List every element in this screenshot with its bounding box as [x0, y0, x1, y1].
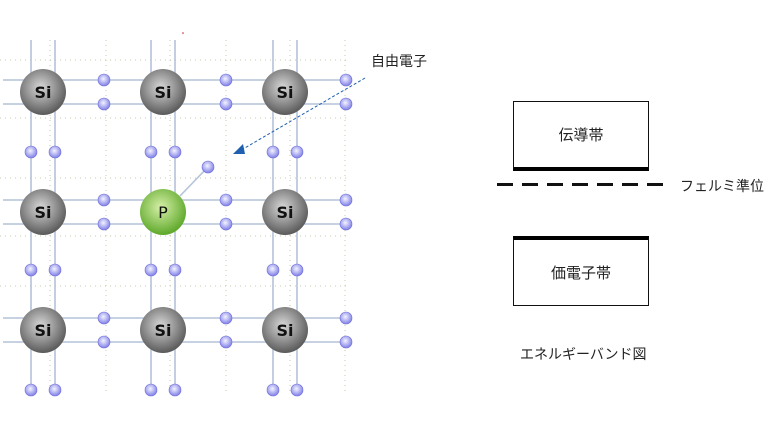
electron: [290, 145, 304, 159]
electron: [339, 311, 353, 325]
fermi-level-label: フェルミ準位: [680, 179, 764, 195]
silicon-atom: [20, 307, 66, 353]
electron: [219, 73, 233, 87]
silicon-atom: [20, 69, 66, 115]
electron: [339, 217, 353, 231]
atom-symbol: Si: [276, 83, 293, 102]
silicon-atom: [262, 307, 308, 353]
electron: [290, 383, 304, 397]
electron: [97, 217, 111, 231]
electron: [144, 383, 158, 397]
electron: [339, 335, 353, 349]
electron: [168, 383, 182, 397]
electron: [97, 335, 111, 349]
electron: [219, 97, 233, 111]
free-electron-dot: [201, 160, 215, 174]
atom-symbol: Si: [154, 321, 171, 340]
free-electron-bond: [179, 167, 208, 197]
atom-symbol: Si: [154, 83, 171, 102]
conduction-band-box: 伝導帯: [513, 101, 649, 171]
electron: [266, 383, 280, 397]
electron: [24, 383, 38, 397]
valence-band-box: 価電子帯: [513, 236, 649, 306]
electron: [97, 97, 111, 111]
atom-symbol: Si: [34, 321, 51, 340]
electron: [339, 193, 353, 207]
atom-symbol: P: [158, 203, 168, 222]
atom-symbol: Si: [276, 321, 293, 340]
electron: [219, 193, 233, 207]
electron: [144, 263, 158, 277]
free-electron: [179, 160, 215, 197]
electron: [97, 311, 111, 325]
phosphorus-atom: [140, 189, 186, 235]
free-electron-arrow: [182, 32, 366, 154]
atom-symbol: Si: [276, 203, 293, 222]
electrons: [24, 73, 353, 397]
electron: [24, 145, 38, 159]
energy-band-diagram-title: エネルギーバンド図: [520, 347, 647, 363]
silicon-atom: [20, 189, 66, 235]
electron: [48, 263, 62, 277]
electron: [97, 193, 111, 207]
electron: [48, 145, 62, 159]
arrow-line: [242, 77, 366, 150]
electron: [219, 217, 233, 231]
electron: [48, 383, 62, 397]
arrow-head-icon: [233, 144, 245, 154]
atom-symbol: Si: [34, 83, 51, 102]
silicon-atom: [140, 307, 186, 353]
silicon-atom: [262, 69, 308, 115]
electron: [168, 145, 182, 159]
marker-dot: [182, 32, 184, 34]
electron: [24, 263, 38, 277]
valence-band-label: 価電子帯: [550, 264, 611, 282]
silicon-atom: [262, 189, 308, 235]
free-electron-label: 自由電子: [371, 54, 427, 70]
conduction-band-label: 伝導帯: [558, 126, 604, 144]
electron: [290, 263, 304, 277]
electron: [266, 145, 280, 159]
atom-symbol: Si: [34, 203, 51, 222]
electron: [266, 263, 280, 277]
electron: [339, 97, 353, 111]
silicon-atom: [140, 69, 186, 115]
electron: [219, 335, 233, 349]
fermi-level-line: [497, 183, 665, 186]
electron: [97, 73, 111, 87]
electron: [219, 311, 233, 325]
electron: [144, 145, 158, 159]
electron: [168, 263, 182, 277]
electron: [339, 73, 353, 87]
